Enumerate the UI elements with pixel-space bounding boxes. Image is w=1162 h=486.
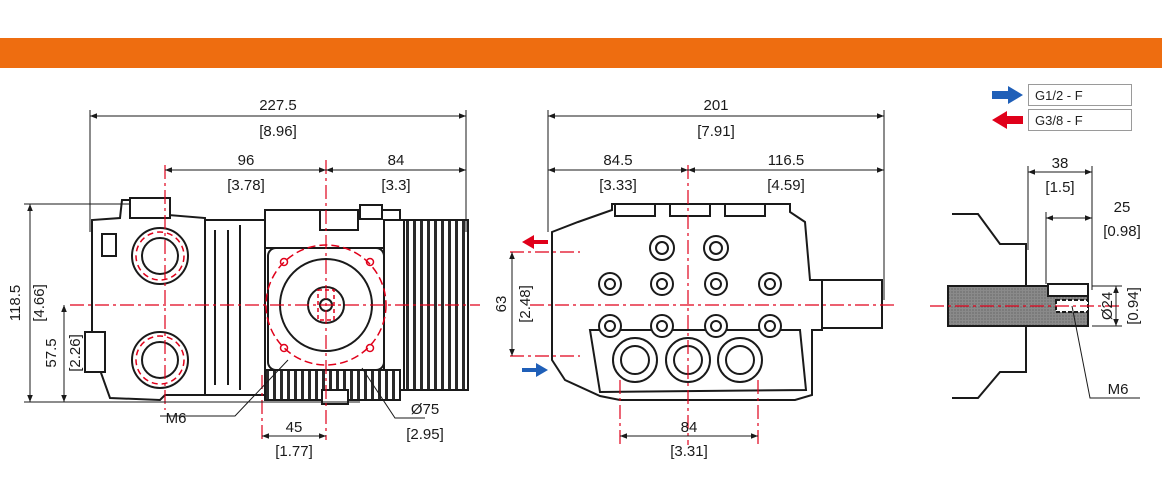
shaft-view-dimensions <box>1027 166 1140 399</box>
side-view-pump-body <box>84 197 469 405</box>
front-port-spacing: 63 <box>493 296 510 313</box>
front-right-part: 116.5 <box>768 152 804 169</box>
front-view-centerlines <box>510 165 895 445</box>
front-left-part-in: [3.33] <box>599 177 637 194</box>
side-flange-diameter-in: [2.95] <box>406 426 444 443</box>
side-overall-length-in: [8.96] <box>259 123 297 140</box>
blue-arrow-icon <box>992 86 1023 104</box>
legend-inlet-label: G1/2 - F <box>1028 84 1132 106</box>
shaft-length: 38 <box>1052 155 1069 172</box>
side-height: 118.5 <box>7 285 24 321</box>
front-view-port-arrows <box>522 235 548 377</box>
side-shaft-height: 57.5 <box>43 338 60 367</box>
side-overall-length: 227.5 <box>259 97 297 114</box>
side-right-part: 84 <box>388 152 405 169</box>
side-height-in: [4.66] <box>31 284 48 322</box>
side-right-part-in: [3.3] <box>381 177 410 194</box>
shaft-key-length: 25 <box>1114 199 1131 216</box>
side-view-dimensions <box>24 110 467 439</box>
side-flange-diameter: Ø75 <box>411 401 439 418</box>
shaft-key-length-in: [0.98] <box>1103 223 1141 240</box>
front-overall-width-in: [7.91] <box>697 123 735 140</box>
shaft-diameter: Ø24 <box>1099 292 1116 320</box>
shaft-diameter-in: [0.94] <box>1125 287 1142 325</box>
front-view-pump-body <box>551 203 883 401</box>
side-left-part-in: [3.78] <box>227 177 265 194</box>
front-right-part-in: [4.59] <box>767 177 805 194</box>
side-view-dimension-labels: 227.5 [8.96] 96 [3.78] 84 [3.3] 118.5 [4… <box>7 97 444 460</box>
front-view-dimensions <box>509 110 885 439</box>
legend-outlet-label: G3/8 - F <box>1028 109 1132 131</box>
side-left-part: 96 <box>238 152 255 169</box>
side-view-centerlines <box>70 160 480 440</box>
front-left-part: 84.5 <box>603 152 632 169</box>
header-banner <box>0 38 1162 68</box>
front-foot-spacing-in: [3.31] <box>670 443 708 460</box>
shaft-view-dimension-labels: 38 [1.5] 25 [0.98] Ø24 [0.94] M6 <box>1045 155 1142 398</box>
front-overall-width: 201 <box>703 97 728 114</box>
shaft-length-in: [1.5] <box>1045 179 1074 196</box>
side-shaft-height-in: [2.26] <box>67 334 84 372</box>
front-view-dimension-labels: 201 [7.91] 84.5 [3.33] 116.5 [4.59] 63 [… <box>493 97 805 460</box>
red-arrow-icon <box>992 111 1023 129</box>
shaft-thread-label: M6 <box>1108 381 1129 398</box>
side-thread-label: M6 <box>166 410 187 427</box>
side-bolt-offset: 45 <box>286 419 303 436</box>
front-foot-spacing: 84 <box>681 419 698 436</box>
front-port-spacing-in: [2.48] <box>517 285 534 323</box>
side-bolt-offset-in: [1.77] <box>275 443 313 460</box>
